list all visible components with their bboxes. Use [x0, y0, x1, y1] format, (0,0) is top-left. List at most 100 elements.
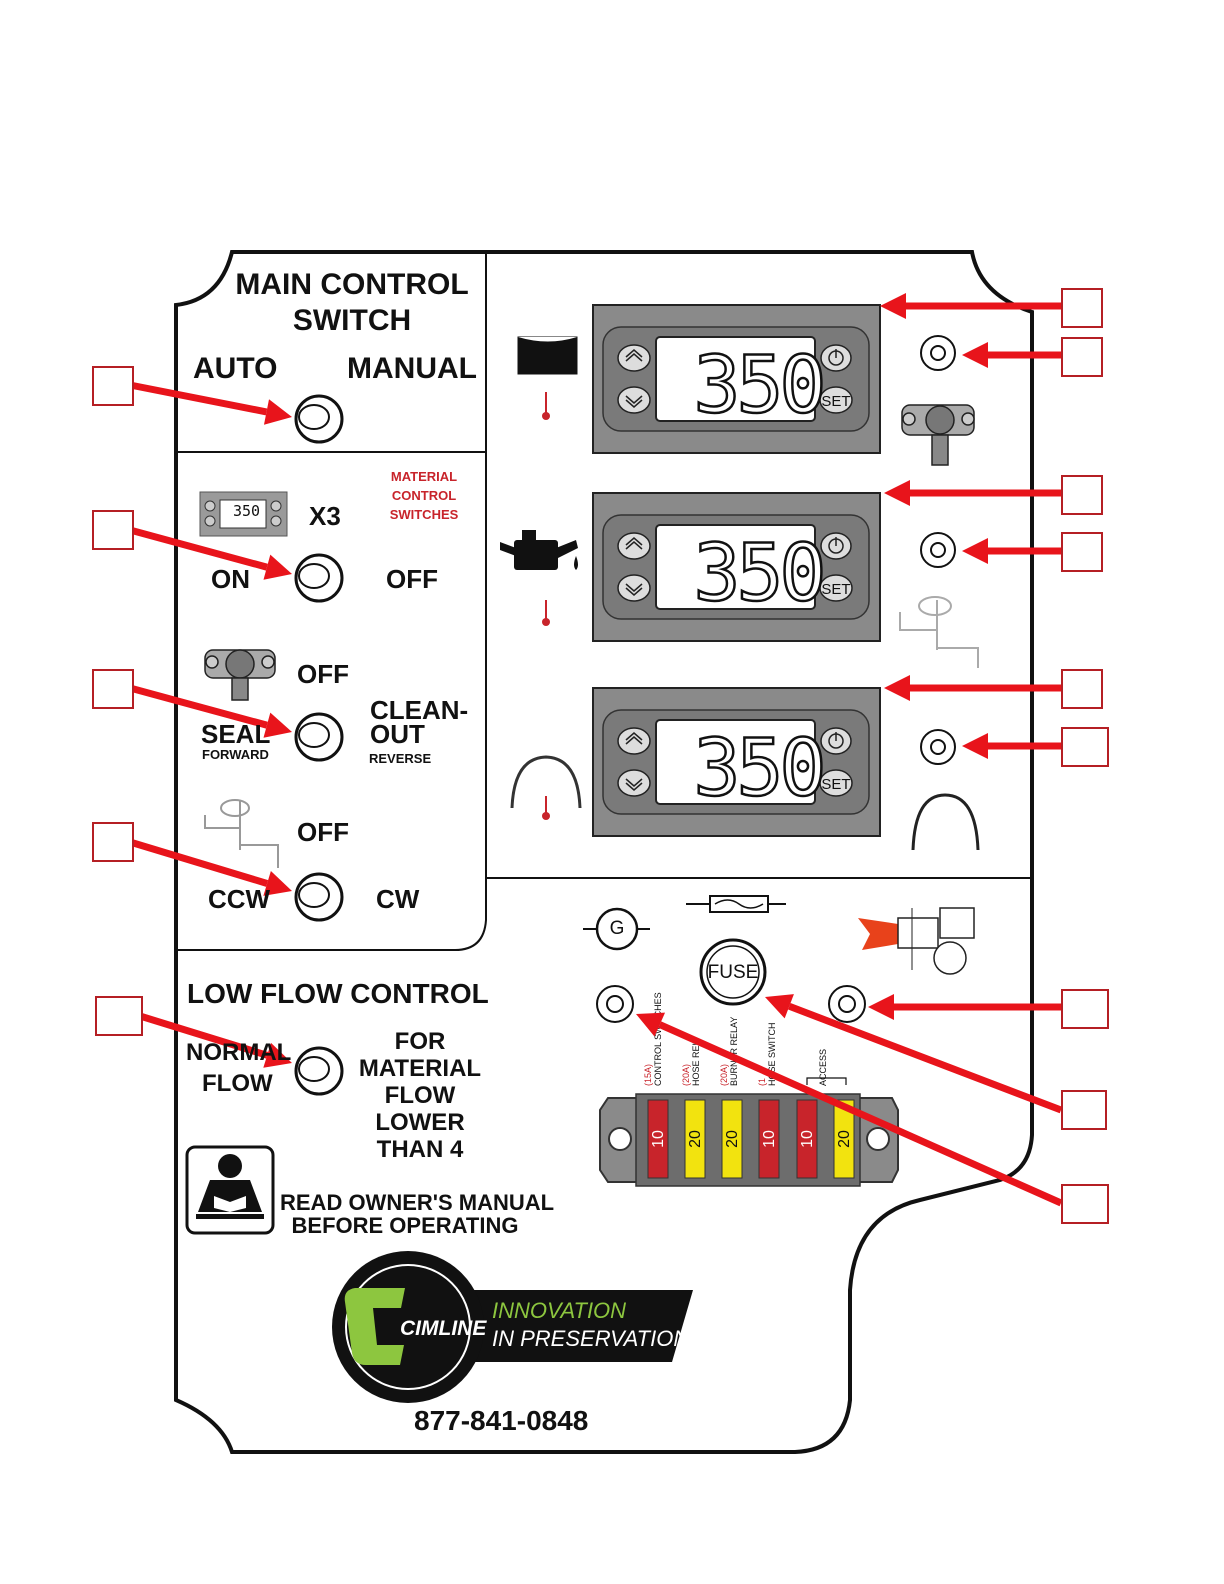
pump-icon: [204, 649, 276, 701]
fuse-4[interactable]: 10: [758, 1099, 780, 1179]
agitator-toggle[interactable]: [294, 872, 344, 922]
fuse-rating-2: 20: [687, 1130, 704, 1148]
indicator-light-generator: [596, 985, 634, 1023]
callout-arrow-1: [129, 381, 292, 425]
fuse-2[interactable]: 20: [684, 1099, 706, 1179]
callout-arrow-14: [636, 1012, 1063, 1207]
fuse-labels: (15A)CONTROL SWITCHES (20A)HOSE REL (20A)B…: [643, 992, 828, 1086]
callout-arrow-13: [765, 994, 1063, 1114]
generator-symbol: [583, 907, 650, 951]
normal-flow-label-2: FLOW: [202, 1070, 273, 1097]
callout-arrow-2: [129, 526, 292, 580]
burner-icon: [858, 907, 975, 975]
callout-controller-3: [1061, 669, 1103, 709]
main-control-toggle[interactable]: [294, 394, 344, 444]
for-material-flow-5: THAN 4: [376, 1136, 464, 1163]
fuse-6[interactable]: 20: [833, 1099, 855, 1179]
callout-arrow-11: [962, 733, 1061, 759]
reverse-label: REVERSE: [369, 751, 432, 766]
read-manual-label-2: BEFORE OPERATING: [291, 1213, 519, 1238]
brand-logo-text: CIMLINE: [400, 1317, 487, 1340]
controller-up-button-1[interactable]: [617, 344, 651, 372]
fuse-symbol: [686, 895, 786, 913]
pump-icon-right: [901, 404, 975, 466]
controller-set-button-3[interactable]: SET: [819, 769, 853, 797]
main-control-title-2: SWITCH: [292, 304, 412, 337]
controller-power-button-1[interactable]: [820, 344, 852, 372]
hose-icon-right: [911, 793, 980, 851]
callout-light-2: [1061, 532, 1103, 572]
controller-down-button-3[interactable]: [617, 769, 651, 797]
callout-arrow-7: [962, 342, 1061, 368]
agitator-icon: [204, 799, 279, 868]
callout-controller-2: [1061, 475, 1103, 515]
fuse-label-3: (20A)BURNER RELAY: [719, 1017, 739, 1086]
controller-down-button-1[interactable]: [617, 386, 651, 414]
controller-power-button-2[interactable]: [820, 532, 852, 560]
controller-down-button-2[interactable]: [617, 574, 651, 602]
controller-set-button-2[interactable]: SET: [819, 574, 853, 602]
fuse-5[interactable]: 10: [796, 1099, 818, 1179]
fuse-label-amp-4: (1: [757, 1078, 767, 1086]
fuse-holder[interactable]: [699, 938, 767, 1006]
fuse-label-1: (15A)CONTROL SWITCHES: [643, 992, 663, 1086]
small-controller-icon: [199, 491, 288, 537]
callout-arrow-12: [868, 994, 1061, 1020]
off-label-pump: OFF: [297, 659, 349, 689]
fuse-label-5: ACCESS: [818, 1049, 828, 1086]
fuse-3[interactable]: 20: [721, 1099, 743, 1179]
controller-set-label-1: SET: [821, 393, 850, 410]
x3-label: X3: [309, 501, 341, 531]
read-manual-label-1: READ OWNER'S MANUAL: [280, 1190, 555, 1215]
fuse-label-2: (20A)HOSE REL: [681, 1040, 701, 1086]
callout-arrows: [128, 293, 1063, 1207]
callout-light-3: [1061, 727, 1109, 767]
seal-label: SEAL: [201, 719, 271, 749]
controller-value-2: 350: [694, 529, 823, 619]
low-flow-toggle[interactable]: [294, 1046, 344, 1096]
callout-agitator: [92, 822, 134, 862]
material-control-label-1: MATERIAL: [390, 469, 458, 484]
fuse-label: FUSE: [707, 962, 759, 983]
agitator-icon-right: [899, 596, 979, 668]
fuse-label-amp-1: (15A): [643, 1064, 653, 1086]
callout-fuse: [1061, 1090, 1107, 1130]
read-manual-icon: [185, 1145, 275, 1235]
fuse-label-text-4: HOSE SWITCH: [767, 1022, 777, 1086]
controller-up-button-3[interactable]: [617, 727, 651, 755]
fuse-rating-1: 10: [650, 1130, 667, 1148]
callout-arrow-6: [880, 293, 1061, 319]
controller-set-button-1[interactable]: SET: [819, 386, 853, 414]
indicator-light-1: [920, 335, 956, 371]
material-toggle[interactable]: [294, 553, 344, 603]
controller-set-label-3: SET: [821, 776, 850, 793]
pump-direction-toggle[interactable]: [294, 712, 344, 762]
callout-material: [92, 510, 134, 550]
callout-arrow-8: [884, 480, 1061, 506]
indicator-light-3: [920, 729, 956, 765]
controller-up-button-2[interactable]: [617, 532, 651, 560]
controller-display-1: [655, 336, 816, 422]
controller-set-label-2: SET: [821, 581, 850, 598]
controller-power-button-3[interactable]: [820, 727, 852, 755]
on-label: ON: [211, 564, 250, 594]
fuse-label-amp-2: (20A): [681, 1064, 691, 1086]
oil-can-icon: [500, 530, 578, 570]
material-control-label-3: SWITCHES: [389, 507, 459, 522]
fuse-rating-5: 10: [799, 1130, 816, 1148]
fuse-label-amp-3: (20A): [719, 1064, 729, 1086]
controller-display-3: [655, 719, 816, 805]
for-material-flow-3: FLOW: [384, 1082, 456, 1109]
material-control-label-2: CONTROL: [391, 488, 457, 503]
fuse-1[interactable]: 10: [647, 1099, 669, 1179]
phone-number: 877-841-0848: [414, 1405, 589, 1436]
callout-burner-light: [1061, 989, 1109, 1029]
brand-tagline-1: INNOVATION: [492, 1298, 627, 1323]
controller-value-1: 350: [694, 341, 823, 431]
callout-main-control: [92, 366, 134, 406]
main-control-title-1: MAIN CONTROL: [235, 268, 469, 301]
callout-controller-1: [1061, 288, 1103, 328]
